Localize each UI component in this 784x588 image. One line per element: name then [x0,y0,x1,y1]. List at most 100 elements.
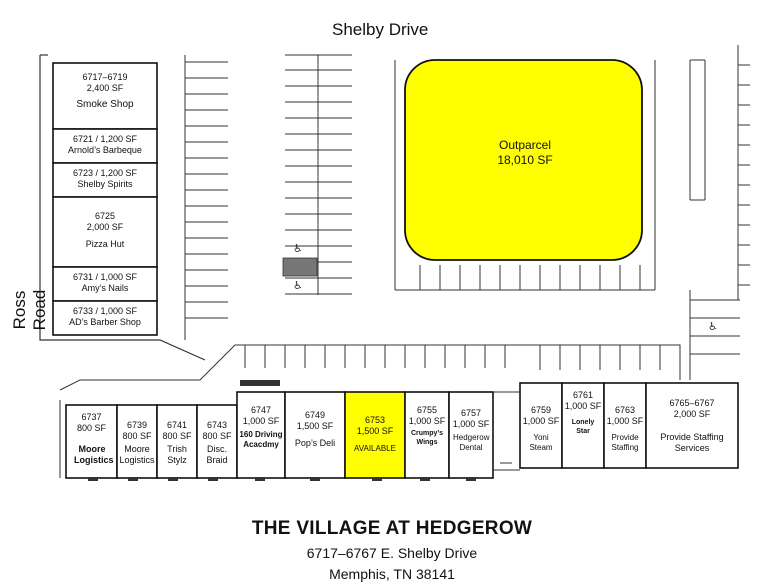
unit-label-6757[interactable]: 6757 1,000 SF Hedgerow Dental [449,408,493,453]
unit-area: 1,000 SF [522,416,560,426]
unit-label-6761[interactable]: 6761 1,000 SF Lonely Star [562,390,604,436]
unit-label-6749[interactable]: 6749 1,500 SF Pop’s Deli [285,410,345,449]
unit-id: 6737 [81,412,102,422]
unit-id: 6765–6767 [669,398,715,408]
unit-area: 1,000 SF [606,416,644,426]
unit-label-6717[interactable]: 6717–6719 2,400 SF Smoke Shop [53,72,157,110]
unit-id: 6741 [166,420,188,430]
unit-area: 1,200 SF [100,168,138,178]
unit-tenant: Crumpy’s Wings [410,430,444,446]
unit-label-6765[interactable]: 6765–6767 2,000 SF Provide Staffing Serv… [646,398,738,454]
property-title: THE VILLAGE AT HEDGEROW [251,518,533,539]
unit-label-6733[interactable]: 6733 / 1,000 SF AD’s Barber Shop [53,306,157,328]
outparcel-area: 18,010 SF [497,153,553,167]
road-label-ross-road: Ross Road [10,289,49,331]
unit-id: 6761 [572,390,594,400]
unit-label-6755[interactable]: 6755 1,000 SF Crumpy’s Wings [405,405,449,447]
unit-id: 6721 [72,134,93,144]
unit-id: 6747 [250,405,272,415]
unit-tenant: Amy’s Nails [81,283,129,293]
parking-stalls-west [184,55,228,340]
accessible-parking-icon: ♿ [708,320,718,333]
breezeway [493,391,520,471]
unit-id: 6755 [416,405,438,415]
outparcel-label: Outparcel 18,010 SF [470,138,580,168]
unit-tenant: Hedgerow Dental [453,433,490,452]
unit-tenant: Smoke Shop [76,99,134,110]
unit-label-6741[interactable]: 6741 800 SF Trish Stylz [157,420,197,466]
unit-area: 2,000 SF [673,409,711,419]
unit-label-6721[interactable]: 6721 / 1,200 SF Arnold’s Barbeque [53,134,157,156]
unit-tenant: AD’s Barber Shop [69,317,141,327]
unit-area: 1,000 SF [100,306,138,316]
unit-area: 1,500 SF [296,421,334,431]
unit-id: 6749 [304,410,326,420]
unit-tenant: Moore Logistics [74,444,114,465]
outparcel-name: Outparcel [498,138,552,152]
unit-label-6743[interactable]: 6743 800 SF Disc. Braid [197,420,237,466]
unit-tenant: Disc. Braid [206,444,228,465]
west-building [52,62,158,336]
unit-area: 1,000 SF [408,416,446,426]
accessible-parking-icon: ♿ [293,279,303,292]
unit-tenant: Arnold’s Barbeque [68,145,142,155]
accessible-parking-icon: ♿ [293,242,303,255]
unit-id: 6723 [72,168,93,178]
unit-tenant: 160 Driving Acacdmy [239,430,283,449]
south-building [65,382,739,479]
property-city: Memphis, TN 38141 [329,566,455,582]
unit-label-6759[interactable]: 6759 1,000 SF Yoni Steam [520,405,562,453]
unit-area: 2,000 SF [86,222,124,232]
parking-stalls-south [59,344,681,391]
unit-id: 6759 [530,405,552,415]
unit-id: 6733 [72,306,93,316]
unit-id: 6725 [94,211,116,221]
parking-stalls-outparcel [394,60,656,291]
property-address: 6717–6767 E. Shelby Drive [306,545,478,561]
unit-area: 1,000 SF [100,272,138,282]
unit-area: 800 SF [162,431,192,441]
unit-label-6731[interactable]: 6731 / 1,000 SF Amy’s Nails [53,272,157,294]
unit-tenant: Yoni Steam [529,433,553,452]
outparcel-lot[interactable] [404,59,643,261]
unit-tenant: Pizza Hut [85,239,125,249]
unit-tenant: Shelby Spirits [77,179,133,189]
unit-label-6737[interactable]: 6737 800 SF Moore Logistics [66,412,117,466]
unit-id: 6757 [460,408,482,418]
unit-label-6747[interactable]: 6747 1,000 SF 160 Driving Acacdmy [237,405,285,450]
unit-id: 6731 [72,272,93,282]
unit-area: 800 SF [76,423,107,433]
unit-id: 6763 [614,405,636,415]
unit-tenant: Pop’s Deli [294,438,336,448]
parking-island-center [285,54,352,295]
unit-tenant: Provide Staffing [611,433,639,452]
unit-area: 1,000 SF [452,419,490,429]
unit-label-6725[interactable]: 6725 2,000 SF Pizza Hut [53,211,157,250]
unit-area: 2,400 SF [86,83,124,93]
unit-area: 1,000 SF [564,401,602,411]
unit-area: 800 SF [202,431,232,441]
unit-area: 1,200 SF [100,134,138,144]
unit-area: 1,000 SF [242,416,280,426]
hatched-stall [282,257,318,277]
doorway-markers [88,380,476,481]
road-label-shelby-drive: Shelby Drive [332,20,429,39]
unit-id: 6739 [126,420,148,430]
unit-tenant: Moore Logistics [119,444,155,465]
unit-tenant: Provide Staffing Services [660,432,724,453]
unit-tenant: Trish Stylz [167,444,187,465]
unit-area: 1,500 SF [356,426,394,436]
unit-id: 6753 [364,415,386,425]
unit-id: 6743 [206,420,228,430]
unit-id: 6717–6719 [82,72,128,82]
unit-label-6739[interactable]: 6739 800 SF Moore Logistics [117,420,157,466]
unit-tenant: AVAILABLE [354,444,396,453]
west-boundary-line [39,55,206,361]
unit-area: 800 SF [122,431,152,441]
unit-label-6753[interactable]: 6753 1,500 SF AVAILABLE [345,415,405,454]
unit-tenant: Lonely Star [571,419,595,435]
unit-label-6763[interactable]: 6763 1,000 SF Provide Staffing [604,405,646,453]
unit-label-6723[interactable]: 6723 / 1,200 SF Shelby Spirits [53,168,157,190]
parking-stalls-east [689,45,750,380]
